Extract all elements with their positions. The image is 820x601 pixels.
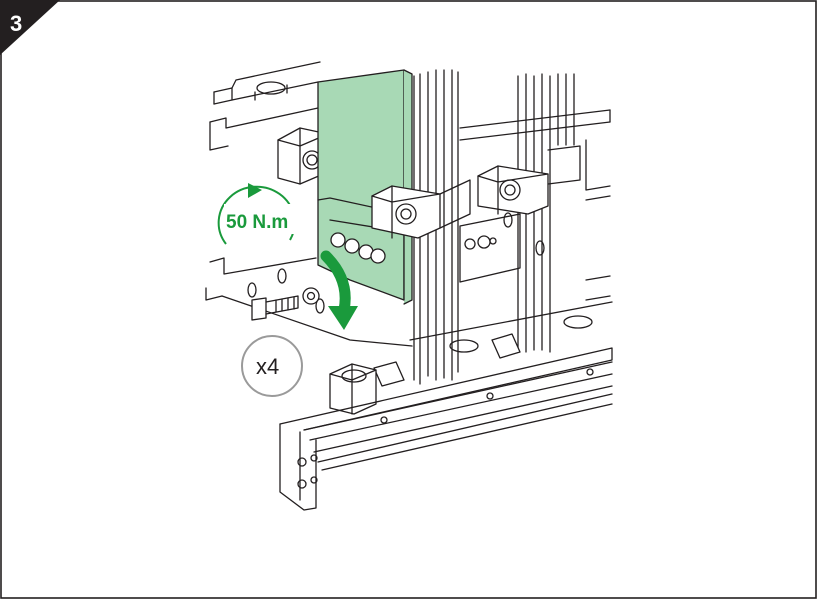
- bolt-with-washer: [251, 287, 320, 321]
- torque-value: 50 N.m: [226, 212, 288, 233]
- torque-indicator: 50 N.m: [217, 183, 314, 245]
- back-rail: [209, 61, 321, 151]
- side-bracket: [459, 195, 611, 301]
- front-rail: [279, 347, 613, 511]
- step-number: 3: [10, 11, 22, 36]
- bottom-connector-block: [329, 363, 377, 415]
- quantity-badge: x4: [241, 335, 303, 397]
- upper-tray: [459, 109, 611, 191]
- busbar-assembly: [317, 69, 413, 305]
- curved-down-arrow-icon: [320, 250, 358, 330]
- quantity-label: x4: [256, 354, 279, 379]
- lower-tray: [373, 301, 613, 387]
- step-badge: 3: [0, 0, 60, 55]
- front-connector-blocks: [371, 145, 581, 239]
